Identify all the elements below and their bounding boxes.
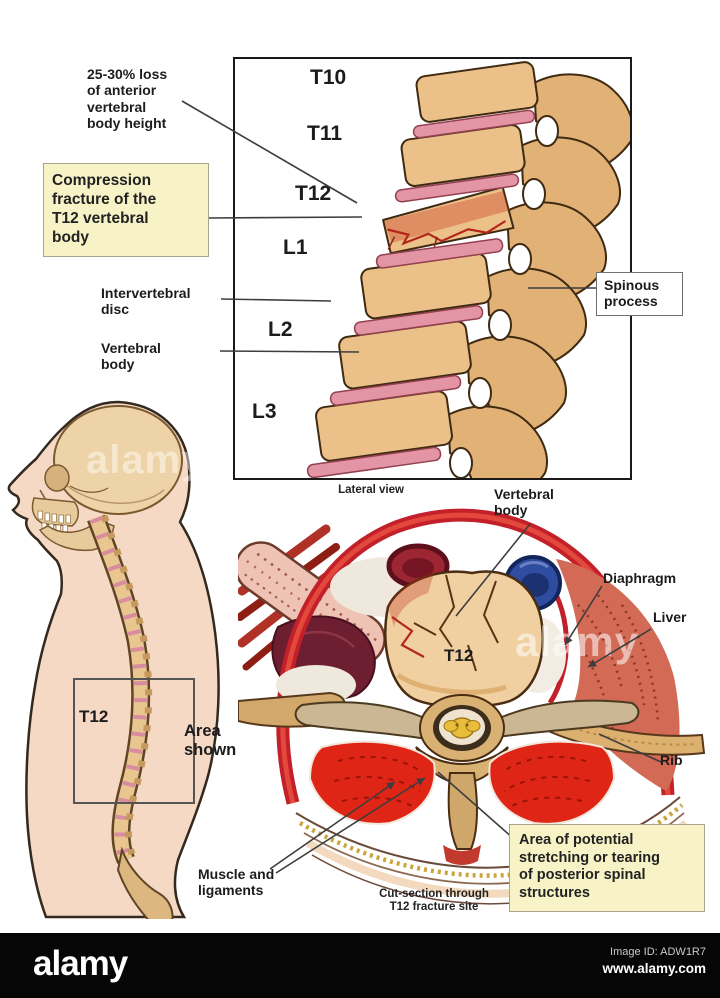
muscle-ligaments-label: Muscle and ligaments bbox=[198, 866, 275, 899]
image-id-text: Image ID: ADW1R7 bbox=[610, 946, 706, 958]
vertebra-label-l2: L2 bbox=[268, 318, 293, 341]
sacrum bbox=[116, 846, 174, 919]
lateral-view-caption: Lateral view bbox=[338, 484, 404, 496]
spinous-process-label-box: Spinous process bbox=[596, 272, 683, 316]
spinal-canal bbox=[419, 694, 505, 762]
vertebral-body-section bbox=[384, 570, 544, 708]
vertebra-label-l3: L3 bbox=[252, 400, 277, 423]
intervertebral-disc-label: Intervertebral disc bbox=[101, 285, 191, 318]
vertebra-label-t12: T12 bbox=[295, 182, 332, 205]
cs-vertebral-body-label: Vertebral body bbox=[494, 486, 554, 519]
spinous-process-section bbox=[447, 772, 479, 850]
footer-info: Image ID: ADW1R7 www.alamy.com bbox=[602, 946, 706, 976]
cs-t12-label: T12 bbox=[444, 646, 474, 665]
rib-label: Rib bbox=[660, 752, 683, 768]
vertebral-foramina bbox=[449, 115, 559, 478]
area-shown-rectangle bbox=[73, 678, 195, 804]
alamy-footer-bar: alamy Image ID: ADW1R7 www.alamy.com bbox=[0, 933, 720, 998]
compression-fracture-callout: Compression fracture of the T12 vertebra… bbox=[43, 163, 209, 257]
vertebral-bodies bbox=[315, 61, 539, 462]
vertebra-label-t10: T10 bbox=[310, 66, 347, 89]
vertebra-label-t11: T11 bbox=[307, 122, 343, 145]
transverse-processes bbox=[294, 699, 640, 741]
spine-lateral-illustration bbox=[306, 61, 630, 478]
figure-spine bbox=[87, 514, 174, 919]
height-loss-annotation: 25-30% loss of anterior vertebral body h… bbox=[87, 66, 168, 132]
liver-label: Liver bbox=[653, 609, 687, 625]
figure-t12-label: T12 bbox=[79, 707, 109, 726]
body-silhouette bbox=[7, 400, 220, 919]
cut-section-caption: Cut-section through T12 fracture site bbox=[379, 888, 489, 913]
fracture-site bbox=[384, 191, 510, 250]
diaphragm-label: Diaphragm bbox=[603, 570, 677, 586]
human-figure-illustration bbox=[7, 400, 220, 919]
alamy-website-text: www.alamy.com bbox=[602, 961, 706, 976]
vertebra-label-l1: L1 bbox=[283, 236, 308, 259]
area-shown-label: Area shown bbox=[184, 722, 237, 759]
skull bbox=[31, 405, 183, 552]
posterior-stretch-warning-callout: Area of potential stretching or tearing … bbox=[509, 824, 705, 912]
alamy-logo: alamy bbox=[33, 944, 128, 983]
vertebral-body-label: Vertebral body bbox=[101, 340, 161, 373]
intervertebral-discs bbox=[306, 109, 536, 478]
lateral-view-panel: T10 T11 T12 L1 L2 L3 bbox=[233, 57, 632, 480]
